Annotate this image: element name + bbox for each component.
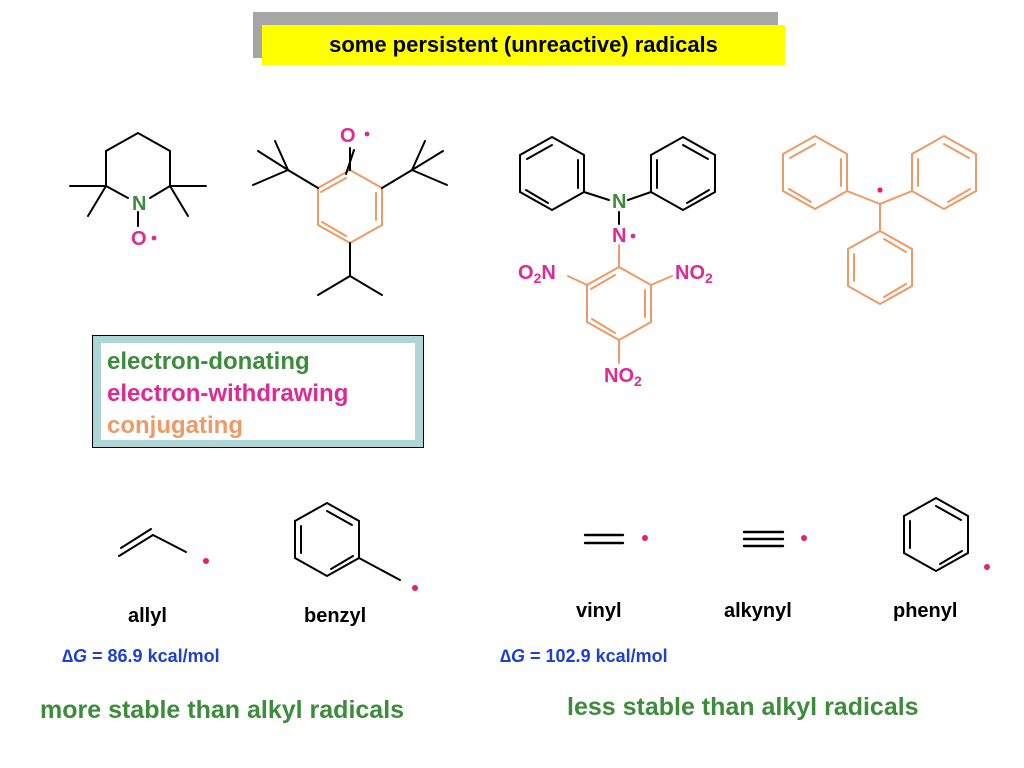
phenoxyl-o-label: O [340,125,356,147]
legend-donating: electron-donating [107,348,310,375]
dpph-n1-label: N [612,191,626,213]
legend-conjugating: conjugating [107,412,243,439]
delta-g-right: ∆G = 102.9 kcal/mol [500,646,668,667]
benzyl-radical-dot [412,585,418,591]
page-title-text: some persistent (unreactive) radicals [329,32,718,57]
vinyl-structure [583,533,625,545]
legend-inner: electron-donating electron-withdrawing c… [101,343,415,440]
alkynyl-label: alkynyl [724,600,792,622]
no2-bottom-no: NO [604,365,634,387]
benzyl-structure [294,501,401,581]
benzyl-label: benzyl [304,605,367,627]
stability-left: more stable than alkyl radicals [40,696,405,724]
tempo-n-label: N [132,193,146,215]
phenyl-radical-dot [984,564,990,570]
phenoxyl-radical-dot [364,131,370,137]
tempo-structure [69,131,207,227]
delta-g-left-value: = 86.9 kcal/mol [87,646,220,666]
o2n-sub: 2 [534,270,542,286]
o2n-o: O [518,262,534,284]
allyl-radical-dot [203,558,209,564]
legend-box: electron-donating electron-withdrawing c… [92,335,424,448]
dpph-o2n-left-label: O2N [518,262,556,286]
delta-g-left: ∆G = 86.9 kcal/mol [62,646,220,667]
trityl-radical-dot [877,187,883,193]
dpph-radical-dot [630,233,636,239]
dpph-no2-right-label: NO2 [675,262,713,286]
vinyl-label: vinyl [576,600,622,622]
no2-right-sub: 2 [705,270,713,286]
o2n-n: N [541,262,555,284]
phenoxyl-structure [252,140,448,296]
trityl-structure [782,134,977,306]
tempo-o-label: O [131,228,147,250]
alkynyl-radical-dot [801,535,807,541]
alkynyl-structure [742,530,785,548]
delta-g-right-symbol: ∆G [500,646,526,666]
allyl-structure [118,528,187,557]
vinyl-radical-dot [642,535,648,541]
legend-withdrawing: electron-withdrawing [107,380,349,407]
tempo-radical-dot [151,235,157,241]
dpph-structure [519,135,716,364]
allyl-label: allyl [128,605,167,627]
phenyl-structure [903,496,969,573]
no2-bottom-sub: 2 [634,373,642,389]
dpph-n2-label: N [612,225,626,247]
no2-right-no: NO [675,262,705,284]
phenyl-label: phenyl [893,600,958,622]
delta-g-left-symbol: ∆G [62,646,88,666]
delta-g-right-value: = 102.9 kcal/mol [525,646,668,666]
dpph-no2-bottom-label: NO2 [604,365,642,389]
stability-right: less stable than alkyl radicals [567,693,919,721]
page-title: some persistent (unreactive) radicals [262,25,785,65]
